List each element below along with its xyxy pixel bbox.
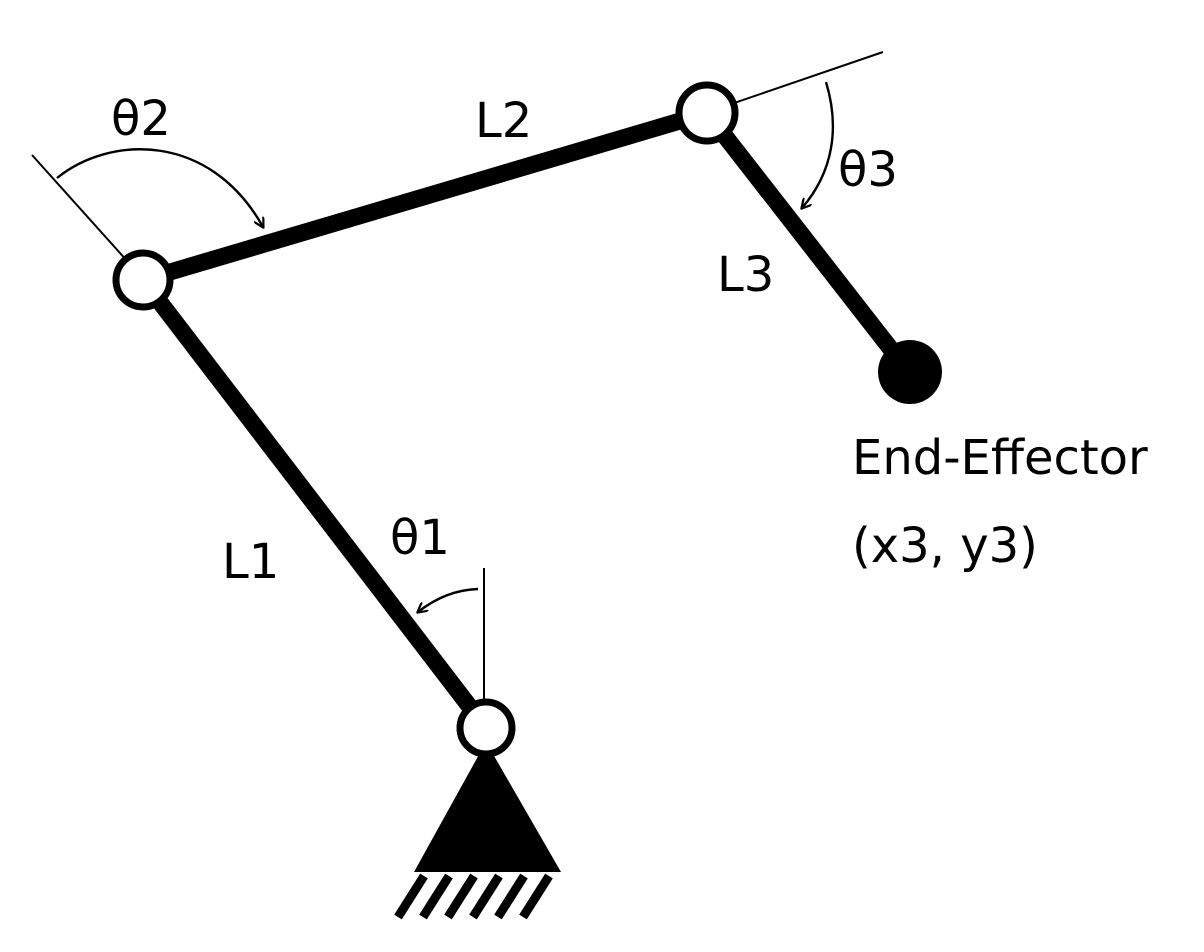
label-theta1: θ1 [390, 510, 450, 566]
label-end-effector-coords: (x3, y3) [852, 518, 1038, 574]
angle-arc-theta3 [802, 81, 835, 208]
ground-hatching [394, 873, 553, 920]
angle-arc-theta1 [418, 587, 479, 612]
label-l2: L2 [475, 93, 532, 149]
angle-arc-theta2 [56, 148, 263, 227]
link-l2 [134, 104, 716, 289]
end-effector-dot [878, 340, 942, 404]
label-l3: L3 [717, 247, 774, 303]
joint-elbow [112, 249, 174, 311]
label-theta2: θ2 [111, 91, 171, 147]
link-l3 [698, 104, 917, 380]
label-end-effector: End-Effector [852, 430, 1148, 486]
joint-wrist [675, 81, 739, 145]
link-l1 [134, 271, 495, 737]
joint-base [456, 698, 516, 758]
ground-base-triangle [414, 742, 561, 872]
label-theta3: θ3 [838, 142, 898, 198]
label-l1: L1 [222, 534, 279, 590]
